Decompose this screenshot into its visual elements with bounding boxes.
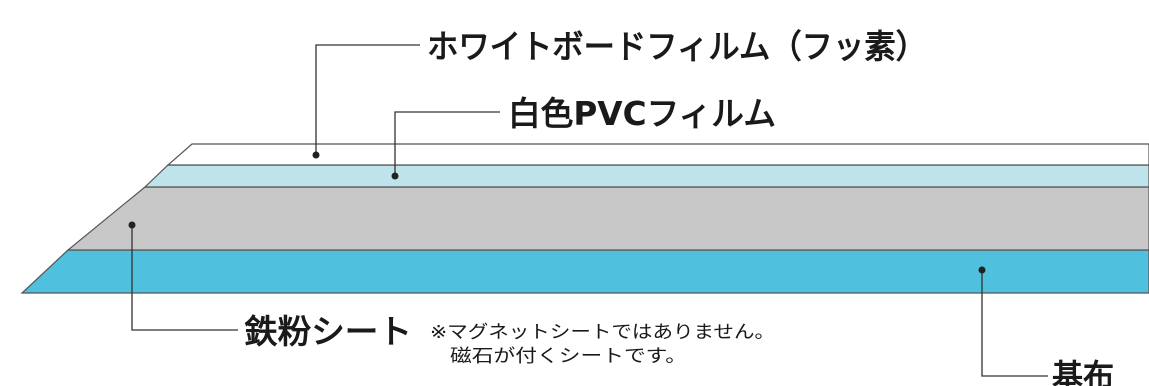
whiteboard-film-leader: [315, 44, 420, 153]
iron-sheet-leader: [131, 227, 238, 331]
iron-sheet-label: 鉄粉シート: [244, 312, 412, 351]
base-cloth-dot: [978, 266, 986, 274]
whiteboard-film-dot: [312, 151, 320, 159]
note-line-1: ※マグネットシートではありません。: [430, 322, 775, 343]
whiteboard-film-layer: [166, 143, 1149, 166]
whiteboard-film-label: ホワイトボードフィルム（フッ素）: [427, 27, 927, 66]
pvc-film-leader: [394, 111, 500, 174]
pvc-film-dot: [391, 172, 399, 180]
pvc-film-layer: [143, 164, 1149, 188]
base-cloth-label: 基布: [1052, 357, 1114, 386]
pvc-film-label: 白色PVCフィルム: [508, 94, 776, 133]
iron-sheet-dot: [128, 221, 136, 229]
note-line-2: 磁石が付くシートです。: [450, 346, 687, 367]
base-cloth-leader: [981, 272, 1048, 377]
iron-sheet-layer: [66, 186, 1149, 251]
